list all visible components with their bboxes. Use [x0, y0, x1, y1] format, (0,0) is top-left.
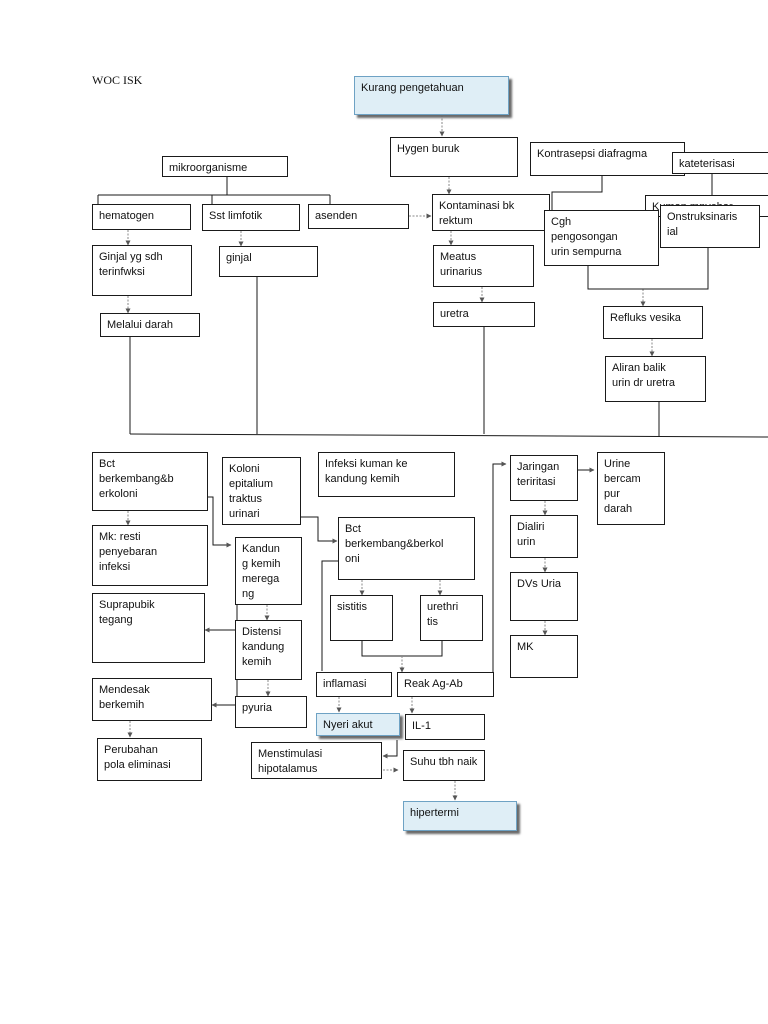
node-sst-limfotik: Sst limfotik [202, 204, 300, 231]
line-il1-to-menstimulasi [382, 740, 398, 759]
node-suprapubik: Suprapubik tegang [92, 593, 205, 663]
node-hipertermi: hipertermi [403, 801, 517, 831]
node-cgh: Cgh pengosongan urin sempurna [544, 210, 659, 266]
node-nyeri-akut: Nyeri akut [316, 713, 400, 736]
line-kontrasepsi [551, 176, 603, 210]
line-kandung-to-suprapubik [204, 573, 238, 633]
node-kontaminasi: Kontaminasi bk rektum [432, 194, 550, 231]
node-dialiri: Dialiri urin [510, 515, 578, 558]
line-bct-to-kandung [208, 496, 232, 548]
node-kandung-meregang: Kandun g kemih merega ng [235, 537, 302, 605]
node-bct-berkoloni: Bct berkembang&berkol oni [338, 517, 475, 580]
node-bct-berkembang: Bct berkembang&b erkoloni [92, 452, 208, 511]
node-urethritis: urethri tis [420, 595, 483, 641]
line-reak-to-jaringan [492, 461, 507, 672]
node-aliran-balik: Aliran balik urin dr uretra [605, 356, 706, 402]
node-infeksi-kuman: Infeksi kuman ke kandung kemih [318, 452, 455, 497]
node-ginjal: ginjal [219, 246, 318, 277]
node-urine-darah: Urine bercam pur darah [597, 452, 665, 525]
line-cgh-down [587, 243, 709, 290]
node-koloni: Koloni epitalium traktus urinari [222, 457, 301, 525]
page-title: WOC ISK [92, 73, 143, 87]
node-asenden: asenden [308, 204, 409, 229]
node-disuria: DVs Uria [510, 572, 578, 621]
node-kontrasepsi-diafragma: Kontrasepsi diafragma [530, 142, 685, 176]
node-mk: MK [510, 635, 578, 678]
node-kurang-pengetahuan: Kurang pengetahuan [354, 76, 509, 115]
node-melalui-darah: Melalui darah [100, 313, 200, 337]
node-mendesak: Mendesak berkemih [92, 678, 212, 721]
node-ginjal-terinfeksi: Ginjal yg sdh terinfwksi [92, 245, 192, 296]
node-uretra: uretra [433, 302, 535, 327]
node-inflamasi: inflamasi [316, 672, 392, 697]
line-sistitis-urethritis-merge [361, 641, 443, 657]
node-meatus: Meatus urinarius [433, 245, 534, 287]
node-il1: IL-1 [405, 714, 485, 740]
node-refluks: Refluks vesika [603, 306, 703, 339]
node-pyuria: pyuria [235, 696, 307, 728]
node-kateterisasi: kateterisasi [672, 152, 768, 174]
line-koloni-to-bct [301, 516, 338, 544]
node-hygen-buruk: Hygen buruk [390, 137, 518, 177]
line-distensi-to-mendesak [211, 643, 238, 708]
line-kateterisasi [658, 174, 713, 197]
node-perubahan: Perubahan pola eliminasi [97, 738, 202, 781]
node-onstruksi: Onstruksinaris ial [660, 205, 760, 248]
node-sistitis: sistitis [330, 595, 393, 641]
node-hematogen: hematogen [92, 204, 191, 230]
node-jaringan: Jaringan teriritasi [510, 455, 578, 501]
line-horizontal-bar [129, 433, 768, 438]
node-suhu: Suhu tbh naik [403, 750, 485, 781]
node-mikroorganisme: mikroorganisme [162, 156, 288, 177]
node-reak-ag-ab: Reak Ag-Ab [397, 672, 494, 697]
node-distensi: Distensi kandung kemih [235, 620, 302, 680]
line-bct-to-inflamasi [321, 560, 338, 671]
node-mk-resti: Mk: resti penyebaran infeksi [92, 525, 208, 586]
node-menstimulasi: Menstimulasi hipotalamus [251, 742, 382, 779]
